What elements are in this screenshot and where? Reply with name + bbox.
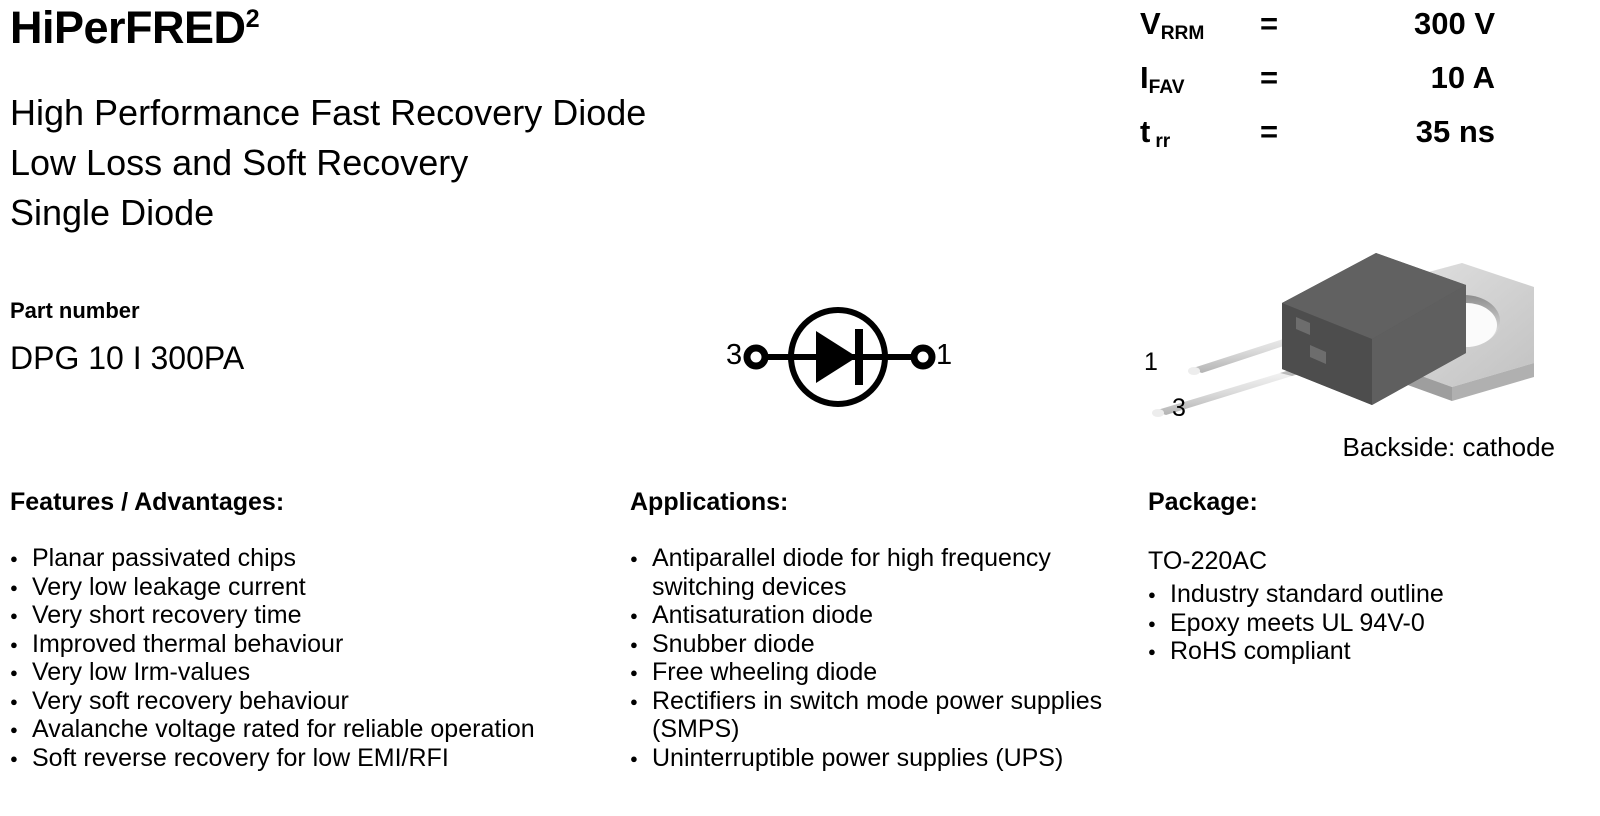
features-list: Planar passivated chips Very low leakage… <box>10 544 610 773</box>
subtitle-line-3: Single Diode <box>10 192 215 233</box>
diode-pin-label-cathode: 1 <box>936 339 953 371</box>
part-number-block: Part number DPG 10 I 300PA <box>10 298 244 378</box>
parameter-symbol-subscript: rr <box>1155 131 1171 153</box>
list-item: Very short recovery time <box>10 601 610 630</box>
brand-title-superscript: 2 <box>245 5 260 33</box>
applications-list: Antiparallel diode for high frequency sw… <box>630 544 1130 773</box>
list-item: Very soft recovery behaviour <box>10 687 610 716</box>
applications-heading: Applications: <box>630 488 789 516</box>
list-item: Antiparallel diode for high frequency sw… <box>630 544 1130 601</box>
package-lead-label-1: 1 <box>1144 348 1158 376</box>
package-list: Industry standard outline Epoxy meets UL… <box>1148 580 1588 666</box>
list-item: Soft reverse recovery for low EMI/RFI <box>10 744 610 773</box>
parameter-symbol-base: I <box>1140 60 1149 95</box>
parameter-row-vrrm: VRRM = 300 V <box>1140 6 1500 60</box>
subtitle-line-1: High Performance Fast Recovery Diode <box>10 92 647 133</box>
features-heading: Features / Advantages: <box>10 488 285 516</box>
list-item: Very low Irm-values <box>10 658 610 687</box>
package-backside-caption: Backside: cathode <box>1342 432 1555 462</box>
page-title: HiPerFRED2 <box>10 2 260 53</box>
parameter-symbol-base: V <box>1140 6 1161 41</box>
list-item: Free wheeling diode <box>630 658 1130 687</box>
list-item: Rectifiers in switch mode power supplies… <box>630 687 1130 744</box>
applications-column: Applications: Antiparallel diode for hig… <box>630 487 1130 773</box>
parameter-value-trr: 35 ns <box>1415 114 1495 149</box>
parameter-value-ifav: 10 A <box>1430 60 1495 95</box>
features-column: Features / Advantages: Planar passivated… <box>10 487 610 773</box>
list-item: RoHS compliant <box>1148 637 1588 666</box>
list-item: Improved thermal behaviour <box>10 630 610 659</box>
list-item: Snubber diode <box>630 630 1130 659</box>
part-number-value: DPG 10 I 300PA <box>10 340 245 376</box>
list-item: Uninterruptible power supplies (UPS) <box>630 744 1130 773</box>
parameter-symbol-ifav: IFAV <box>1140 60 1260 99</box>
parameter-equals-vrrm: = <box>1260 6 1279 41</box>
parameter-symbol-vrrm: VRRM <box>1140 6 1260 45</box>
package-column: Package: TO-220AC Industry standard outl… <box>1148 487 1588 666</box>
parameter-value-vrrm: 300 V <box>1413 6 1495 41</box>
list-item: Very low leakage current <box>10 573 610 602</box>
parameter-equals-ifav: = <box>1260 60 1279 95</box>
brand-title-text: HiPerFRED <box>10 2 246 53</box>
diode-pin-label-anode: 3 <box>726 339 743 371</box>
parameter-symbol-subscript: RRM <box>1160 23 1205 45</box>
subtitle-line-2: Low Loss and Soft Recovery <box>10 142 469 183</box>
package-type: TO-220AC <box>1148 547 1268 575</box>
list-item: Planar passivated chips <box>10 544 610 573</box>
package-heading: Package: <box>1148 488 1258 516</box>
package-photo-to220-icon <box>1152 253 1534 417</box>
list-item: Industry standard outline <box>1148 580 1588 609</box>
parameter-equals-trr: = <box>1260 114 1279 149</box>
part-number-label: Part number <box>10 298 140 323</box>
product-subtitle: High Performance Fast Recovery Diode Low… <box>10 88 646 238</box>
package-lead-label-3: 3 <box>1172 394 1186 422</box>
diode-schematic-symbol-icon <box>743 307 936 407</box>
list-item: Epoxy meets UL 94V-0 <box>1148 609 1588 638</box>
parameter-symbol-base: t <box>1140 114 1151 149</box>
parameter-row-ifav: IFAV = 10 A <box>1140 60 1500 114</box>
list-item: Antisaturation diode <box>630 601 1130 630</box>
list-item: Avalanche voltage rated for reliable ope… <box>10 715 610 744</box>
parameter-symbol-subscript: FAV <box>1148 77 1185 99</box>
